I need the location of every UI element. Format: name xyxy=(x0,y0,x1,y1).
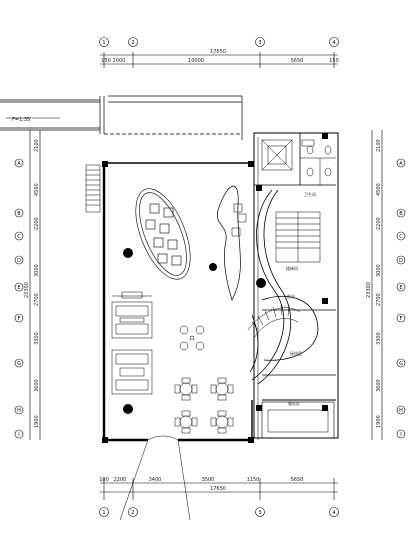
left-dim-6: 3300 xyxy=(34,332,40,345)
right-dim-3: 2200 xyxy=(376,217,382,230)
right-axis-i: I xyxy=(400,432,401,438)
room-label-stair: 楼梯间 xyxy=(286,265,298,271)
left-axis-a: A xyxy=(17,161,21,167)
top-seg-5: 150 xyxy=(329,58,339,64)
wave-feature-wall xyxy=(216,185,241,301)
left-axis-f: F xyxy=(18,316,21,322)
top-axis-4: 4 xyxy=(332,40,335,46)
corridor-bridge xyxy=(0,95,243,140)
top-total-dim: 17650 xyxy=(210,49,226,55)
round-columns xyxy=(123,248,266,414)
round-cafe-tables xyxy=(179,325,205,351)
right-dim-7: 3600 xyxy=(376,379,382,392)
top-axis-3: 3 xyxy=(258,40,261,46)
corridor-label: F=1:35 xyxy=(12,117,30,123)
room-label-service: 服务区 xyxy=(288,400,300,406)
right-axis-g: G xyxy=(399,361,403,367)
left-dimension-group xyxy=(14,130,41,440)
left-dim-3: 2200 xyxy=(34,217,40,230)
top-seg-2: 2000 xyxy=(113,58,126,64)
right-dim-6: 3300 xyxy=(376,332,382,345)
interior-staircase xyxy=(275,211,321,263)
bottom-total-dim: 17650 xyxy=(210,486,226,492)
dining-sets xyxy=(174,377,234,434)
right-dim-5: 2700 xyxy=(376,293,382,306)
right-total-dim: 23300 xyxy=(366,282,372,298)
bottom-seg-5: 1150 xyxy=(247,477,260,483)
exterior-stair-left xyxy=(85,164,101,213)
bottom-seg-6: 5650 xyxy=(291,477,304,483)
oval-conference-table xyxy=(135,188,191,280)
top-seg-3: 10000 xyxy=(188,58,204,64)
left-axis-e: E xyxy=(17,285,20,291)
bottom-axis-2: 2 xyxy=(131,510,134,516)
top-axis-1: 1 xyxy=(102,40,105,46)
room-label-meeting: 接待室 xyxy=(290,350,302,356)
right-axis-b: B xyxy=(399,211,403,217)
elevator-shaft xyxy=(261,139,293,171)
bottom-axis-4: 4 xyxy=(332,510,335,516)
right-dim-8: 1900 xyxy=(376,415,382,428)
entrance-canopy xyxy=(119,435,191,521)
sofa-group-upper xyxy=(111,291,153,339)
bottom-seg-2: 2200 xyxy=(114,477,127,483)
bottom-seg-3: 3400 xyxy=(149,477,162,483)
wave-seating xyxy=(231,203,247,237)
right-axis-f: F xyxy=(400,316,403,322)
right-dim-1: 2100 xyxy=(376,139,382,152)
sofa-group-lower xyxy=(111,349,153,395)
curved-walls xyxy=(249,189,319,385)
left-axis-g: G xyxy=(17,361,21,367)
right-axis-e: E xyxy=(399,285,402,291)
right-axis-h: H xyxy=(399,408,403,414)
bottom-axis-3: 3 xyxy=(258,510,261,516)
room-label-reception: 前台 xyxy=(287,293,295,299)
left-total-dim: 23300 xyxy=(24,282,30,298)
right-dimension-group xyxy=(371,130,406,440)
left-dim-7: 3600 xyxy=(34,379,40,392)
top-seg-4: 5650 xyxy=(291,58,304,64)
top-axis-2: 2 xyxy=(131,40,134,46)
bottom-seg-4: 3500 xyxy=(202,477,215,483)
right-axis-d: D xyxy=(399,258,403,264)
bottom-dimension-group xyxy=(99,478,339,517)
left-dim-5: 2700 xyxy=(34,293,40,306)
left-dim-8: 1900 xyxy=(34,415,40,428)
left-axis-c: C xyxy=(17,234,21,240)
top-dimension-group xyxy=(99,37,339,68)
top-seg-1: 150 xyxy=(101,58,111,64)
left-axis-d: D xyxy=(17,258,21,264)
room-label-wc: 卫生间 xyxy=(304,191,316,197)
left-dim-1: 2100 xyxy=(34,139,40,152)
left-dim-4: 3000 xyxy=(34,264,40,277)
column-markers xyxy=(102,133,328,443)
spiral-stair xyxy=(247,304,301,339)
right-axis-a: A xyxy=(399,161,403,167)
left-axis-b: B xyxy=(17,211,21,217)
right-axis-c: C xyxy=(399,234,403,240)
bottom-axis-1: 1 xyxy=(102,510,105,516)
left-axis-i: I xyxy=(18,432,19,438)
left-axis-h: H xyxy=(17,408,21,414)
bottom-seg-1: 100 xyxy=(99,477,109,483)
right-dim-4: 3000 xyxy=(376,264,382,277)
right-dim-2: 4500 xyxy=(376,183,382,196)
toilet-fixtures xyxy=(301,139,332,177)
left-dim-2: 4500 xyxy=(34,183,40,196)
